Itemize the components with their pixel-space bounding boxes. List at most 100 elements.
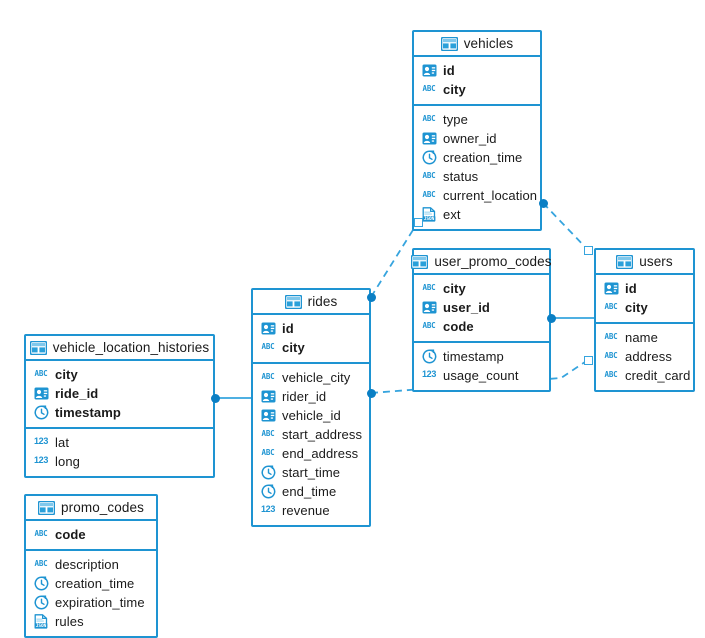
field-name: code bbox=[55, 527, 86, 542]
clock-icon bbox=[33, 405, 49, 421]
123-number-icon: 123 bbox=[33, 455, 49, 465]
field-row[interactable]: ABC city bbox=[596, 298, 693, 317]
field-name: ride_id bbox=[55, 386, 99, 401]
field-row[interactable]: start_time bbox=[253, 463, 369, 482]
table-grid-icon bbox=[616, 254, 634, 269]
entity-header-promo_codes[interactable]: promo_codes bbox=[26, 496, 156, 521]
field-row[interactable]: ABC type bbox=[414, 110, 540, 129]
svg-text:JSON: JSON bbox=[36, 623, 47, 629]
field-name: end_time bbox=[282, 484, 337, 499]
entity-header-user_promo_codes[interactable]: user_promo_codes bbox=[411, 250, 552, 275]
field-name: owner_id bbox=[443, 131, 497, 146]
abc-text-icon: ABC bbox=[604, 369, 618, 379]
abc-text-icon: ABC bbox=[261, 371, 275, 381]
field-name: vehicle_city bbox=[282, 370, 351, 385]
id-card-icon bbox=[33, 386, 49, 402]
field-row[interactable]: timestamp bbox=[414, 347, 549, 366]
field-name: city bbox=[625, 300, 648, 315]
edge-endpoint-dot bbox=[366, 292, 376, 302]
field-name: lat bbox=[55, 435, 70, 450]
123-number-icon: 123 bbox=[33, 436, 49, 446]
abc-text-icon: ABC bbox=[604, 350, 618, 360]
field-row[interactable]: end_time bbox=[253, 482, 369, 501]
abc-text-icon: ABC bbox=[604, 301, 618, 311]
field-row[interactable]: vehicle_id bbox=[253, 406, 369, 425]
primary-key-group: ABC city ride_id timestamp bbox=[26, 361, 213, 429]
field-row[interactable]: ride_id bbox=[26, 384, 213, 403]
field-name: city bbox=[55, 367, 78, 382]
field-row[interactable]: timestamp bbox=[26, 403, 213, 422]
field-row[interactable]: 123 lat bbox=[26, 433, 213, 452]
field-name: city bbox=[282, 340, 305, 355]
field-row[interactable]: rider_id bbox=[253, 387, 369, 406]
relationship-edge-vehicles-to-users[interactable] bbox=[542, 202, 589, 251]
field-row[interactable]: id bbox=[253, 319, 369, 338]
123-number-icon: 123 bbox=[421, 369, 437, 379]
field-name: name bbox=[625, 330, 658, 345]
abc-text-icon: ABC bbox=[34, 368, 48, 378]
entity-header-users[interactable]: users bbox=[596, 250, 693, 275]
entity-header-rides[interactable]: rides bbox=[253, 290, 369, 315]
entity-header-vehicle_location_histories[interactable]: vehicle_location_histories bbox=[26, 336, 213, 361]
123-number-icon: 123 bbox=[260, 504, 276, 514]
edge-endpoint-square bbox=[583, 245, 593, 255]
field-row[interactable]: creation_time bbox=[26, 574, 156, 593]
field-name: end_address bbox=[282, 446, 359, 461]
field-row[interactable]: id bbox=[596, 279, 693, 298]
field-row[interactable]: id bbox=[414, 61, 540, 80]
id-card-icon bbox=[421, 131, 437, 147]
field-row[interactable]: ABC city bbox=[253, 338, 369, 357]
field-row[interactable]: expiration_time bbox=[26, 593, 156, 612]
abc-text-icon: ABC bbox=[422, 113, 436, 123]
clock-icon bbox=[260, 465, 276, 481]
table-grid-icon bbox=[29, 340, 47, 355]
field-row[interactable]: user_id bbox=[414, 298, 549, 317]
field-name: type bbox=[443, 112, 468, 127]
entity-title: user_promo_codes bbox=[434, 254, 552, 269]
table-grid-icon bbox=[38, 500, 56, 515]
entity-header-vehicles[interactable]: vehicles bbox=[414, 32, 540, 57]
clock-icon bbox=[33, 576, 49, 592]
clock-icon bbox=[421, 349, 437, 365]
field-row[interactable]: owner_id bbox=[414, 129, 540, 148]
id-card-icon bbox=[421, 63, 437, 79]
field-row[interactable]: creation_time bbox=[414, 148, 540, 167]
id-card-icon bbox=[260, 408, 276, 424]
field-name: ext bbox=[443, 207, 461, 222]
table-grid-icon bbox=[411, 254, 429, 269]
field-row[interactable]: ABC vehicle_city bbox=[253, 368, 369, 387]
edge-endpoint-dot bbox=[366, 388, 376, 398]
abc-text-icon: ABC bbox=[261, 341, 275, 351]
field-row[interactable]: ABC city bbox=[26, 365, 213, 384]
